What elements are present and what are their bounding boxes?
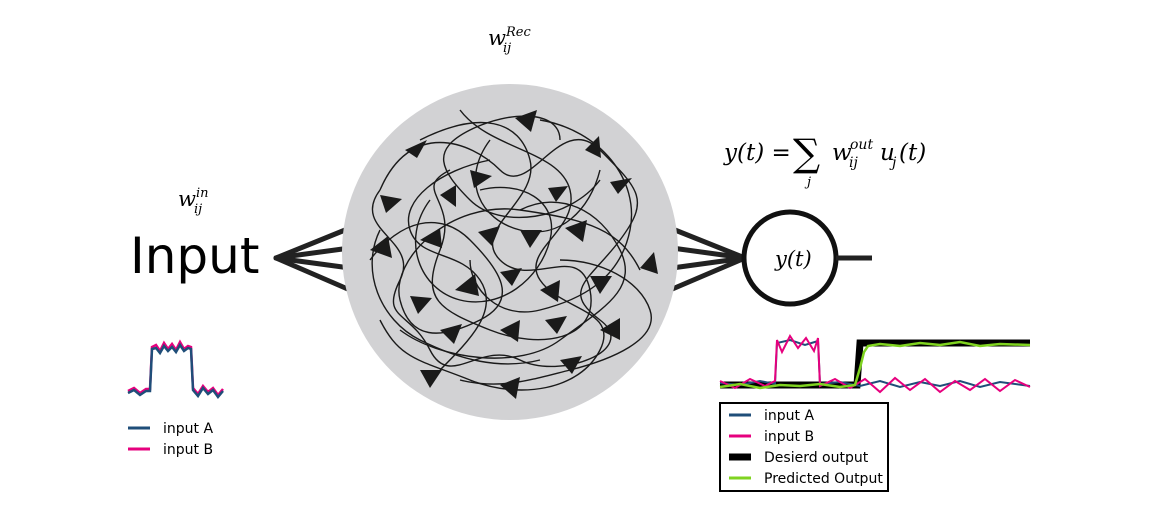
svg-text:u: u (880, 140, 895, 166)
input-connections (273, 225, 353, 293)
svg-text:j: j (889, 155, 897, 171)
svg-text:w: w (178, 187, 196, 211)
reservoir-nodes (370, 110, 658, 399)
output-signal-plot (719, 334, 1031, 394)
svg-text:input B: input B (163, 442, 213, 458)
svg-text:ij: ij (503, 41, 511, 56)
input-title: Input (130, 227, 259, 285)
output-connections (667, 225, 748, 293)
svg-text:w: w (832, 140, 852, 166)
w-rec-label: w Rec ij (488, 25, 531, 56)
output-equation: y(t) = ∑ j w out ij u j (t) (723, 131, 926, 190)
svg-text:Predicted Output: Predicted Output (764, 471, 883, 487)
desired-output-trace (720, 339, 1030, 389)
svg-text:y(t) =: y(t) = (723, 140, 791, 166)
output-legend-box (719, 402, 889, 492)
svg-text:in: in (196, 186, 209, 201)
svg-text:∑: ∑ (793, 131, 820, 175)
legend-item-predicted-output: Predicted Output (729, 471, 883, 487)
legend-item-input-a: input A (128, 421, 213, 437)
legend-item-input-b: input B (128, 442, 213, 458)
svg-text:ij: ij (194, 202, 202, 217)
output-input-b-trace (719, 334, 1031, 394)
output-node-label: y(t) (774, 247, 812, 271)
legend-item-desired-output: Desierd output (729, 450, 869, 466)
svg-text:ij: ij (849, 155, 858, 171)
svg-text:Rec: Rec (505, 25, 531, 40)
output-node: y(t) (741, 209, 872, 307)
reservoir (342, 84, 678, 420)
w-in-label: w in ij (178, 186, 209, 217)
input-signal-plot (127, 339, 224, 400)
reservoir-circle (342, 84, 678, 420)
input-a-trace (127, 342, 224, 400)
svg-text:input A: input A (163, 421, 213, 437)
input-legend: input A input B (128, 421, 213, 458)
output-legend: input A input B Desierd output Predicted… (719, 402, 889, 492)
svg-text:input A: input A (764, 408, 814, 424)
predicted-output-trace (719, 340, 1031, 390)
svg-text:j: j (804, 175, 811, 190)
legend-item-out-input-b: input B (729, 429, 814, 445)
svg-text:Desierd output: Desierd output (764, 450, 869, 466)
svg-text:w: w (488, 26, 506, 50)
svg-text:input B: input B (764, 429, 814, 445)
svg-text:out: out (850, 137, 873, 153)
svg-text:(t): (t) (899, 140, 926, 166)
legend-item-out-input-a: input A (729, 408, 814, 424)
